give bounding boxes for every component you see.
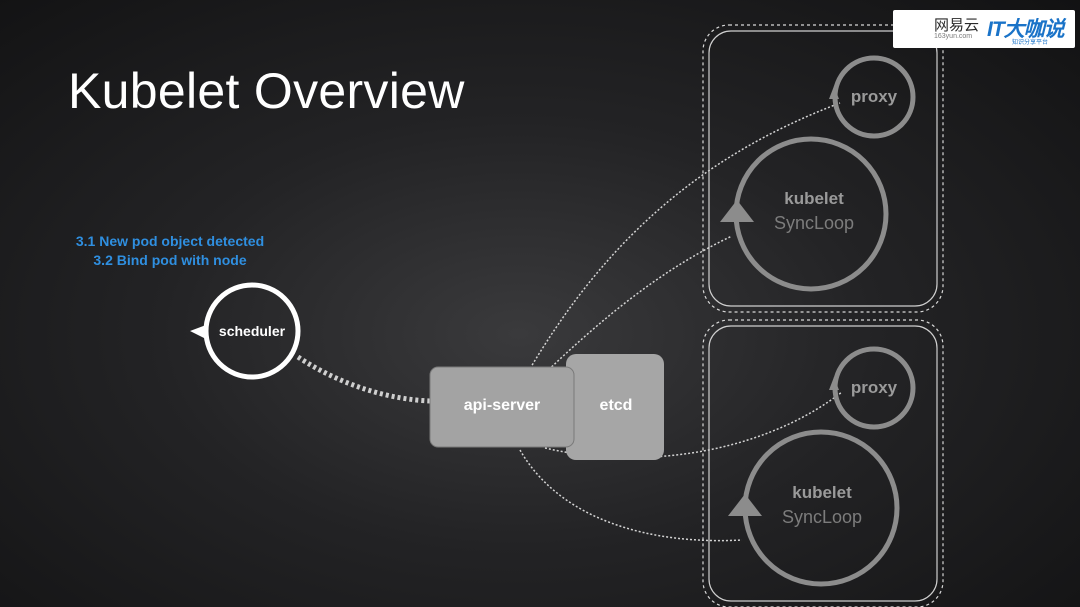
etcd-box — [566, 354, 664, 460]
connection-lines — [519, 102, 843, 542]
slide-title: Kubelet Overview — [68, 63, 465, 119]
scheduler-arrow-icon — [190, 325, 206, 339]
it-brand-logo-text: IT大咖说 — [987, 18, 1065, 41]
etcd-label: etcd — [599, 397, 633, 414]
kubelet-label-1: kubelet — [784, 189, 844, 208]
kubelet-arrow-icon-1 — [720, 200, 754, 222]
syncloop-label-1: SyncLoop — [773, 213, 855, 233]
proxy-label-2: proxy — [850, 378, 898, 397]
brand-logo-box — [893, 10, 1075, 48]
syncloop-label-2: SyncLoop — [781, 507, 863, 527]
node-frame-top — [702, 24, 944, 313]
api-server-label: api-server — [463, 397, 541, 414]
scheduler-label: scheduler — [218, 323, 286, 339]
link-scheduler-to-api — [296, 354, 433, 404]
api-server-box — [429, 366, 575, 448]
it-brand-subtitle: 知识分享平台 — [1012, 40, 1049, 46]
proxy-arrow-icon-1 — [829, 86, 839, 99]
proxy-arrow-icon-2 — [829, 377, 839, 390]
netease-logo-text: 网易云 — [934, 17, 980, 34]
annotation-bind-pod: 3.2 Bind pod with node — [93, 252, 247, 268]
kubelet-label-2: kubelet — [792, 483, 852, 502]
kubelet-arrow-icon-2 — [728, 494, 762, 516]
netease-logo-url: 163yun.com — [934, 33, 973, 40]
proxy-label-1: proxy — [850, 87, 898, 106]
annotation-new-pod: 3.1 New pod object detected — [75, 233, 265, 249]
link-api-to-kubelet1 — [539, 235, 733, 379]
link-api-to-proxy1 — [527, 102, 841, 373]
node-frame-bottom — [702, 319, 944, 607]
link-api-to-kubelet2 — [519, 449, 743, 542]
